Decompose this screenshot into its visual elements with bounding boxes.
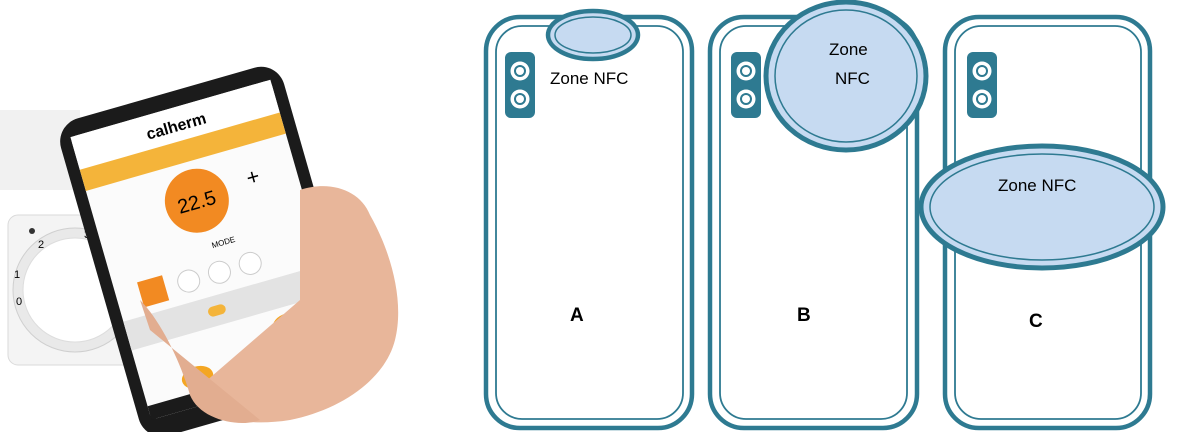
dial-number: 2 bbox=[38, 239, 44, 251]
nfc-zone-b bbox=[766, 2, 926, 150]
nfc-zone-c bbox=[921, 146, 1163, 268]
phone-letter: A bbox=[570, 305, 584, 326]
dial-number: 1 bbox=[14, 269, 20, 281]
dial-number: 0 bbox=[16, 296, 22, 308]
nfc-zone-label: Zone NFC bbox=[998, 176, 1076, 195]
nfc-zone-label: Zone bbox=[829, 40, 868, 59]
nfc-zone-a bbox=[548, 11, 638, 59]
camera-icon bbox=[505, 52, 535, 118]
phone-c: Zone NFC C bbox=[921, 17, 1163, 428]
camera-icon bbox=[731, 52, 761, 118]
phone-a: Zone NFC A bbox=[486, 11, 692, 428]
nfc-zone-label: NFC bbox=[835, 69, 870, 88]
camera-icon bbox=[967, 52, 997, 118]
phone-letter: B bbox=[797, 305, 811, 326]
thermostat-app-photo: 2 3 1 0 calherm 22.5 + MODE bbox=[0, 60, 430, 432]
phone-b: Zone NFC B bbox=[710, 2, 926, 428]
phone-letter: C bbox=[1029, 311, 1043, 332]
nfc-zone-label: Zone NFC bbox=[550, 69, 628, 88]
